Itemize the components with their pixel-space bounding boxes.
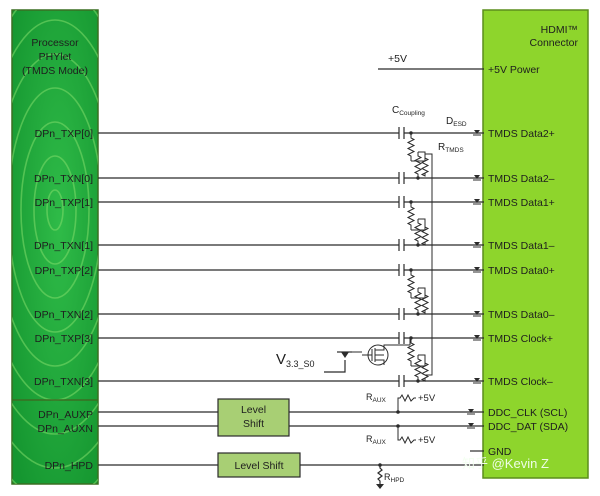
tmds-right-label: TMDS Data0+	[488, 265, 555, 277]
v33-label: V3.3_S0	[276, 351, 315, 369]
power-net-label: +5V	[388, 53, 407, 65]
esd-diode-icon	[473, 378, 481, 384]
tmds-line: DPn_TXN[3] TMDS Clock–	[34, 375, 553, 388]
r-tmds-label: RTMDS	[438, 142, 464, 154]
hpd-level-shift-label: Level Shift	[234, 460, 283, 472]
termination-pair	[406, 270, 430, 314]
processor-title-line2: PHYlet	[39, 51, 72, 63]
gnd-label: GND	[488, 446, 512, 458]
esd-diode-icon	[473, 311, 481, 317]
tmds-left-label: DPn_TXP[0]	[35, 128, 93, 140]
tmds-left-label: DPn_TXP[3]	[35, 333, 93, 345]
esd-diode-icon	[473, 267, 481, 273]
processor-ring	[12, 441, 98, 469]
component-labels: CCoupling DESD RTMDS	[392, 105, 467, 154]
resistor-zigzag	[413, 152, 423, 178]
resistor-zigzag	[420, 157, 430, 177]
processor-ring	[20, 121, 90, 299]
resistor-zigzag	[420, 226, 430, 246]
c-coupling-label: CCoupling	[392, 105, 425, 117]
resistor-zigzag	[406, 338, 416, 366]
tmds-lines: DPn_TXP[0] TMDS Data2+ DPn_TXN[0] TMDS Data…	[34, 127, 555, 388]
r-aux1-resistor	[397, 393, 416, 412]
resistor-zigzag	[413, 219, 423, 245]
connector-title-line1: HDMI™	[541, 24, 578, 36]
tmds-left-label: DPn_TXN[2]	[34, 309, 93, 321]
hdmi-connector-block: HDMI™ Connector	[482, 9, 589, 479]
aux-section: DPn_AUXP DPn_AUXN Level Shift DDC_CLK (S…	[38, 392, 569, 446]
resistor-zigzag	[406, 270, 416, 298]
tmds-left-label: DPn_TXN[0]	[34, 173, 93, 185]
tmds-left-label: DPn_TXP[2]	[35, 265, 93, 277]
resistor-zigzag	[413, 288, 423, 314]
termination-pair	[406, 133, 430, 178]
power-pin-label: +5V Power	[488, 64, 540, 76]
tmds-right-label: TMDS Clock+	[488, 333, 553, 345]
r-aux2-resistor	[397, 426, 416, 445]
tmds-left-label: DPn_TXN[3]	[34, 376, 93, 388]
tmds-line: DPn_TXP[1] TMDS Data1+	[35, 196, 555, 209]
termination-pair	[406, 338, 430, 382]
aux-esd-diodes	[467, 409, 475, 429]
aux-level-shift-box	[217, 398, 290, 437]
aux-left-top-label: DPn_AUXP	[38, 409, 93, 421]
tmds-line: DPn_TXP[2] TMDS Data0+	[35, 264, 555, 277]
resistor-zigzag	[420, 294, 430, 314]
tmds-right-label: TMDS Data0–	[488, 309, 555, 321]
tmds-left-label: DPn_TXN[1]	[34, 240, 93, 252]
tmds-right-label: TMDS Clock–	[488, 376, 553, 388]
aux-right-top-label: DDC_CLK (SCL)	[488, 407, 567, 419]
esd-diode-icon	[473, 130, 481, 136]
aux-level-shift-line2: Shift	[243, 418, 264, 430]
processor-ring	[46, 189, 64, 231]
tmds-line: DPn_TXN[2] TMDS Data0–	[34, 308, 555, 321]
watermark: 知乎 @Kevin Z	[462, 456, 549, 471]
tmds-right-label: TMDS Data1+	[488, 197, 555, 209]
r-aux1-net: +5V	[418, 393, 436, 404]
tmds-line: DPn_TXP[3] TMDS Clock+	[35, 332, 553, 345]
esd-diode-icon	[473, 335, 481, 341]
tmds-left-label: DPn_TXP[1]	[35, 197, 93, 209]
esd-diode-icon	[468, 409, 474, 413]
r-hpd-label: RHPD	[384, 472, 405, 484]
esd-diode-icon	[468, 423, 474, 427]
resistor-zigzag	[406, 133, 416, 161]
esd-diode-icon	[473, 242, 481, 248]
processor-ring	[12, 53, 98, 367]
tmds-right-label: TMDS Data1–	[488, 240, 555, 252]
aux-level-shift-line1: Level	[241, 404, 266, 416]
resistor-zigzag	[406, 202, 416, 230]
hpd-left-label: DPn_HPD	[45, 460, 94, 472]
tmds-line: DPn_TXN[1] TMDS Data1–	[34, 239, 555, 252]
d-esd-label: DESD	[446, 116, 467, 128]
aux-right-bottom-label: DDC_DAT (SDA)	[488, 421, 568, 433]
r-aux1-label: RAUX	[366, 392, 387, 404]
aux-left-bottom-label: DPn_AUXN	[38, 423, 93, 435]
processor-title-line1: Processor	[31, 37, 79, 49]
power-line: +5V +5V Power	[378, 53, 540, 76]
resistor-zigzag	[420, 362, 430, 382]
r-aux2-label: RAUX	[366, 434, 387, 446]
processor-ring	[12, 10, 98, 435]
tmds-right-label: TMDS Data2+	[488, 128, 555, 140]
termination-pair	[406, 202, 430, 246]
esd-diode-icon	[473, 199, 481, 205]
resistor-zigzag	[413, 355, 423, 381]
tmds-right-label: TMDS Data2–	[488, 173, 555, 185]
processor-ring	[33, 155, 77, 265]
esd-diode-icon	[473, 175, 481, 181]
r-aux2-net: +5V	[418, 435, 436, 446]
v33-switch: V3.3_S0	[276, 337, 416, 373]
processor-title-line3: (TMDS Mode)	[22, 65, 88, 77]
processor-ring	[12, 87, 98, 333]
processor-block: Processor PHYlet (TMDS Mode)	[11, 9, 99, 485]
hpd-section: DPn_HPD Level Shift RHPD GND	[45, 446, 512, 489]
tmds-line: DPn_TXN[0] TMDS Data2–	[34, 172, 555, 185]
tmds-line: DPn_TXP[0] TMDS Data2+	[35, 127, 555, 140]
termination-resistor-ladder	[406, 133, 433, 382]
connector-title-line2: Connector	[530, 37, 579, 49]
